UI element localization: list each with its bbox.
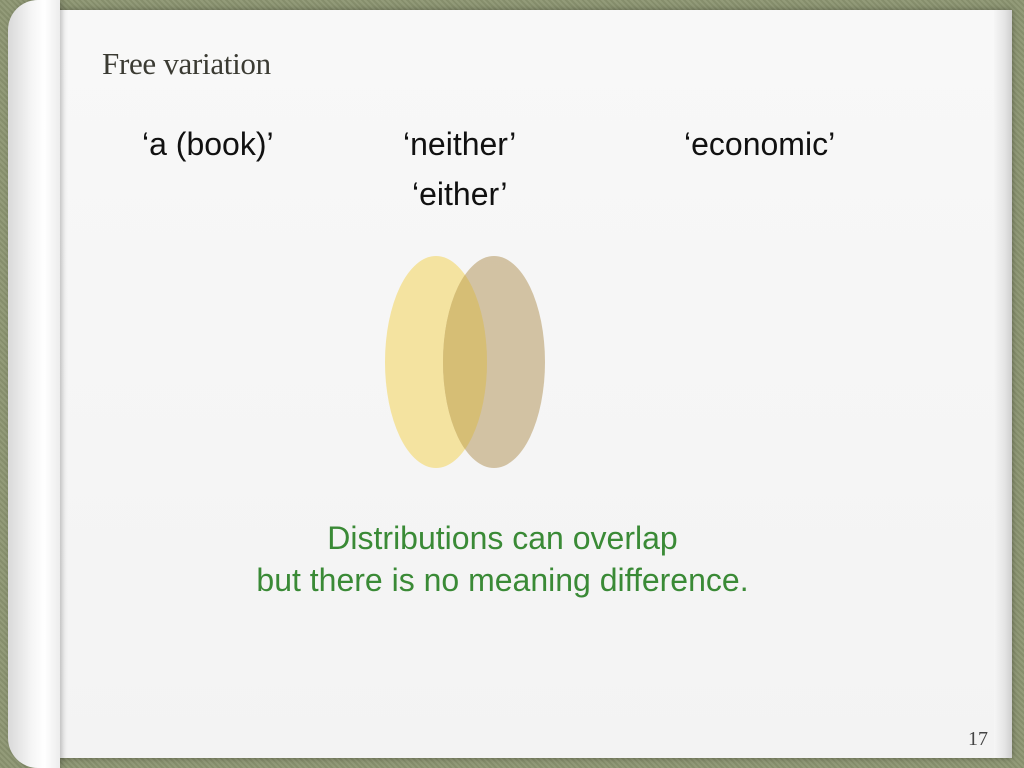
overlap-region: [443, 256, 487, 468]
page-edge: [994, 10, 1012, 758]
notebook-page: [40, 10, 1012, 758]
caption-line-2: but there is no meaning difference.: [256, 562, 749, 598]
word-neither: ‘neither’: [403, 126, 517, 162]
slide-title: Free variation: [102, 46, 271, 81]
word-economic: ‘economic’: [684, 126, 836, 162]
word-a-book: ‘a (book)’: [142, 126, 274, 162]
venn-diagram: [385, 256, 545, 468]
caption-line-1: Distributions can overlap: [327, 520, 678, 556]
word-either: ‘either’: [412, 176, 508, 212]
page-number: 17: [968, 728, 988, 750]
page-curl: [8, 0, 60, 768]
